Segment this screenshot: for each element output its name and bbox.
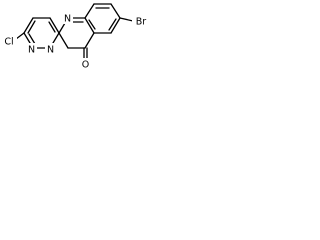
bond-c1-c2 [23,17,34,34]
bond-n11-c1-inner [28,33,36,45]
bond-c3-c4 [49,17,60,34]
bond-n10-c4 [58,32,69,49]
atom-br: Br [136,17,147,28]
bond-c5a-c9a [84,17,95,34]
bond-c8-c9 [110,17,121,34]
chemical-structure-diagram: N N N O Cl Br [1,3,150,71]
bond-c5a-c9a-inner [88,19,96,30]
atom-cl: Cl [4,37,13,48]
bond-c8-br [119,17,134,22]
bond-c3-c4-inner [48,21,56,33]
atom-n5: N [64,14,71,25]
bond-c1-cl [15,32,25,40]
atom-o: O [82,60,89,71]
bond-c5a-c6 [84,3,95,19]
bond-c1-c2-inner [27,20,36,34]
atom-n10: N [47,45,54,56]
atom-n11: N [28,45,35,56]
atom-labels: N N N O Cl Br [1,12,150,71]
bond-c9a-c11 [84,32,95,49]
bond-c7-c8 [110,3,121,19]
bond-c8-c9-inner [108,18,117,31]
